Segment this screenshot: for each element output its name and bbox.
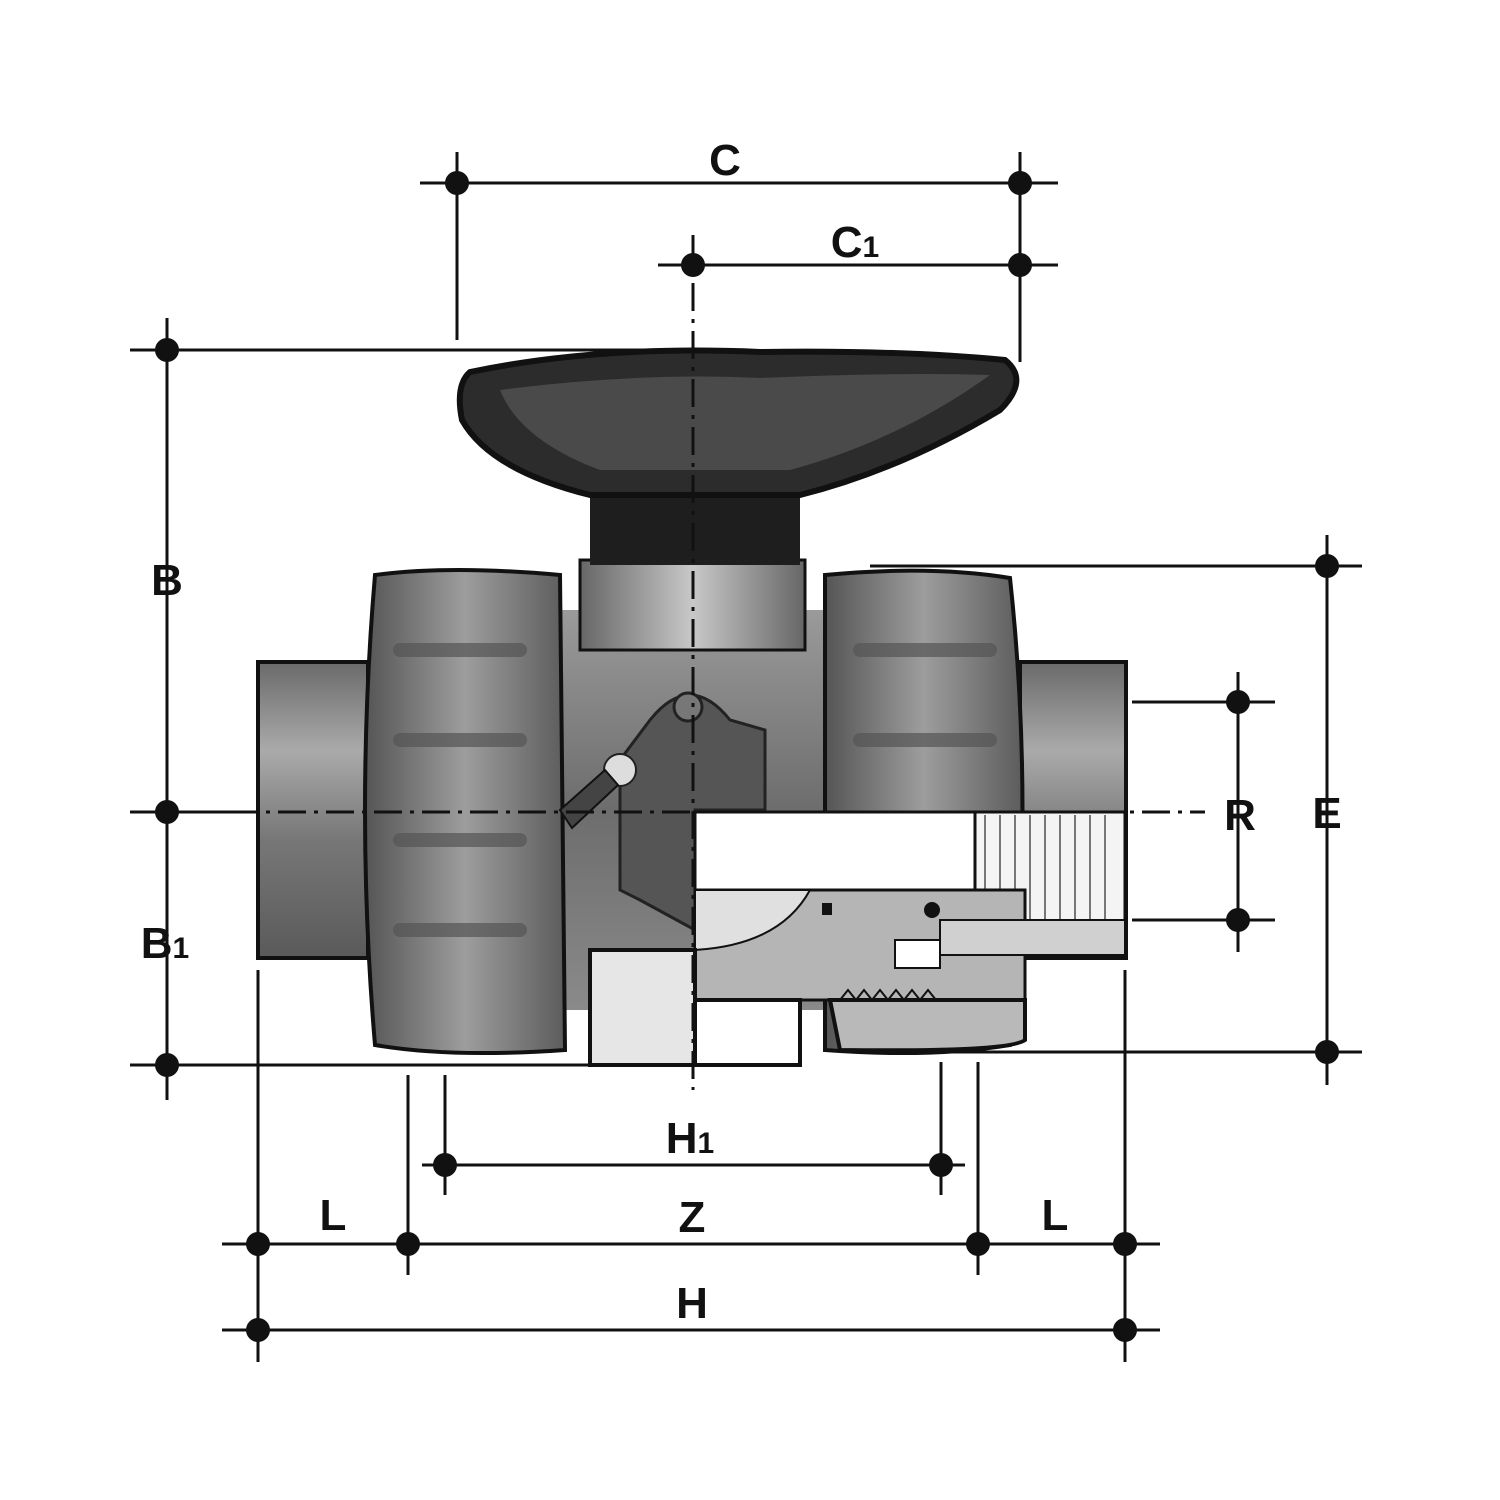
label-e: E <box>1312 789 1341 838</box>
label-c1: C1 <box>831 218 879 267</box>
label-b1: B1 <box>141 919 189 968</box>
dimension-points <box>155 171 1339 1342</box>
valve-body <box>256 558 1128 1067</box>
label-z: Z <box>679 1193 706 1242</box>
label-h: H <box>676 1279 708 1328</box>
left-pipe-end <box>256 660 370 960</box>
label-l-right: L <box>1042 1191 1069 1240</box>
label-c: C <box>709 136 741 185</box>
label-r: R <box>1224 791 1256 840</box>
label-l-left: L <box>320 1191 347 1240</box>
label-b: B <box>151 556 183 605</box>
label-h1: H1 <box>666 1114 714 1163</box>
section-cut <box>588 810 1127 1067</box>
valve-handle <box>456 347 1020 565</box>
dimension-lines <box>130 152 1362 1362</box>
